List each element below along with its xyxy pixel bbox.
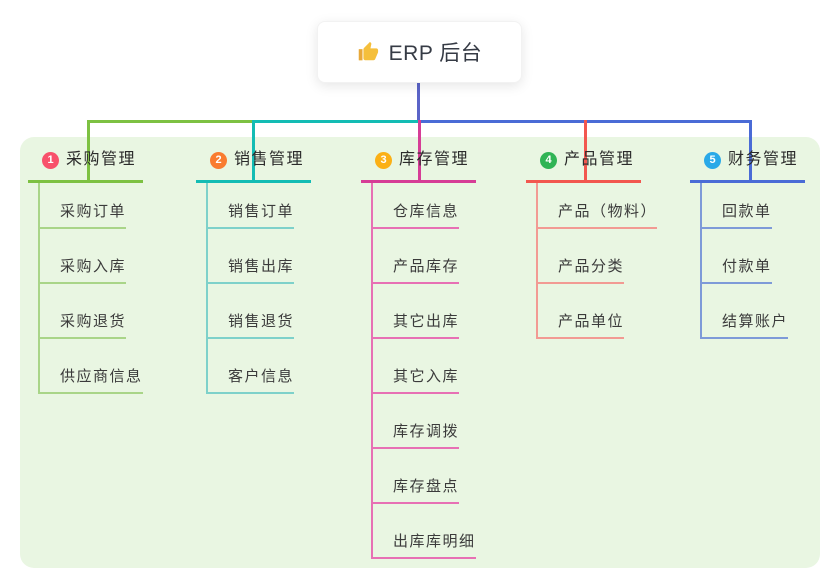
child-row: 其它入库 <box>371 339 476 394</box>
branch-number-badge: 3 <box>375 151 392 169</box>
branch-header[interactable]: 5 财务管理 <box>690 148 806 183</box>
connector-line <box>252 120 420 123</box>
child-row: 仓库信息 <box>371 183 476 229</box>
child-row: 出库库明细 <box>371 504 476 559</box>
child-row: 库存盘点 <box>371 449 476 504</box>
branch-label: 产品管理 <box>564 151 635 168</box>
branch: 1 采购管理 采购订单采购入库采购退货供应商信息 <box>28 148 144 394</box>
branch-header[interactable]: 3 库存管理 <box>361 148 477 183</box>
child-node[interactable]: 库存调拨 <box>373 422 460 449</box>
branch: 4 产品管理 产品（物料） 产品分类产品单位 <box>526 148 658 339</box>
child-row: 销售退货 <box>206 284 311 339</box>
child-row: 采购入库 <box>38 229 143 284</box>
child-node[interactable]: 销售订单 <box>208 202 295 229</box>
branch-connector-line <box>252 120 255 181</box>
child-node[interactable]: 销售出库 <box>208 257 295 284</box>
root-connector-line <box>417 83 420 123</box>
child-node[interactable]: 产品分类 <box>538 257 625 284</box>
child-row: 付款单 <box>700 229 805 284</box>
child-row: 产品库存 <box>371 229 476 284</box>
branch-children: 销售订单销售出库销售退货客户信息 <box>206 183 311 394</box>
branch-label: 销售管理 <box>234 151 305 168</box>
child-node[interactable]: 结算账户 <box>702 312 789 339</box>
branch-header[interactable]: 1 采购管理 <box>28 148 144 183</box>
connector-line <box>87 120 255 123</box>
child-node[interactable]: 付款单 <box>702 257 772 284</box>
child-row: 销售出库 <box>206 229 311 284</box>
branch-connector-line <box>584 120 587 181</box>
child-row: 产品分类 <box>536 229 657 284</box>
child-node[interactable]: 产品单位 <box>538 312 625 339</box>
child-node[interactable]: 销售退货 <box>208 312 295 339</box>
branch-label: 采购管理 <box>66 151 137 168</box>
child-node[interactable]: 采购退货 <box>40 312 127 339</box>
branch-number-badge: 4 <box>540 151 557 169</box>
branch-number-badge: 1 <box>42 151 59 169</box>
child-row: 采购退货 <box>38 284 143 339</box>
child-node[interactable]: 采购订单 <box>40 202 127 229</box>
child-row: 产品单位 <box>536 284 657 339</box>
child-row: 库存调拨 <box>371 394 476 449</box>
branch-connector-line <box>418 120 421 181</box>
child-row: 产品（物料） <box>536 183 658 229</box>
branch: 3 库存管理 仓库信息产品库存其它出库其它入库库存调拨库存盘点出库库明细 <box>361 148 477 559</box>
child-row: 采购订单 <box>38 183 143 229</box>
branch: 2 销售管理 销售订单销售出库销售退货客户信息 <box>196 148 312 394</box>
branch-children: 回款单付款单结算账户 <box>700 183 805 339</box>
thumbs-up-icon <box>357 41 379 63</box>
child-row: 供应商信息 <box>38 339 143 394</box>
child-node[interactable]: 出库库明细 <box>373 532 476 559</box>
branch-header[interactable]: 2 销售管理 <box>196 148 312 183</box>
branch-number-badge: 2 <box>210 151 227 169</box>
branch-label: 财务管理 <box>728 151 799 168</box>
child-row: 客户信息 <box>206 339 311 394</box>
child-node[interactable]: 库存盘点 <box>373 477 460 504</box>
child-node[interactable]: 客户信息 <box>208 367 295 394</box>
branch-connector-line <box>87 120 90 181</box>
branch-header[interactable]: 4 产品管理 <box>526 148 642 183</box>
child-row: 结算账户 <box>700 284 805 339</box>
child-node[interactable]: 仓库信息 <box>373 202 460 229</box>
child-row: 销售订单 <box>206 183 311 229</box>
branch: 5 财务管理 回款单付款单结算账户 <box>690 148 806 339</box>
child-node[interactable]: 采购入库 <box>40 257 127 284</box>
branch-children: 产品（物料） 产品分类产品单位 <box>536 183 658 339</box>
child-row: 其它出库 <box>371 284 476 339</box>
branch-connector-line <box>749 120 752 181</box>
child-row: 回款单 <box>700 183 805 229</box>
root-node[interactable]: ERP 后台 <box>317 21 522 83</box>
child-node[interactable]: 产品（物料） <box>538 202 658 229</box>
branch-children: 采购订单采购入库采购退货供应商信息 <box>38 183 143 394</box>
branch-children: 仓库信息产品库存其它出库其它入库库存调拨库存盘点出库库明细 <box>371 183 476 559</box>
child-node[interactable]: 其它出库 <box>373 312 460 339</box>
root-label: ERP 后台 <box>388 42 483 65</box>
branch-label: 库存管理 <box>399 151 470 168</box>
child-node[interactable]: 产品库存 <box>373 257 460 284</box>
child-node[interactable]: 供应商信息 <box>40 367 143 394</box>
branch-number-badge: 5 <box>704 151 721 169</box>
child-node[interactable]: 其它入库 <box>373 367 460 394</box>
branches-panel <box>20 137 820 568</box>
child-node[interactable]: 回款单 <box>702 202 772 229</box>
